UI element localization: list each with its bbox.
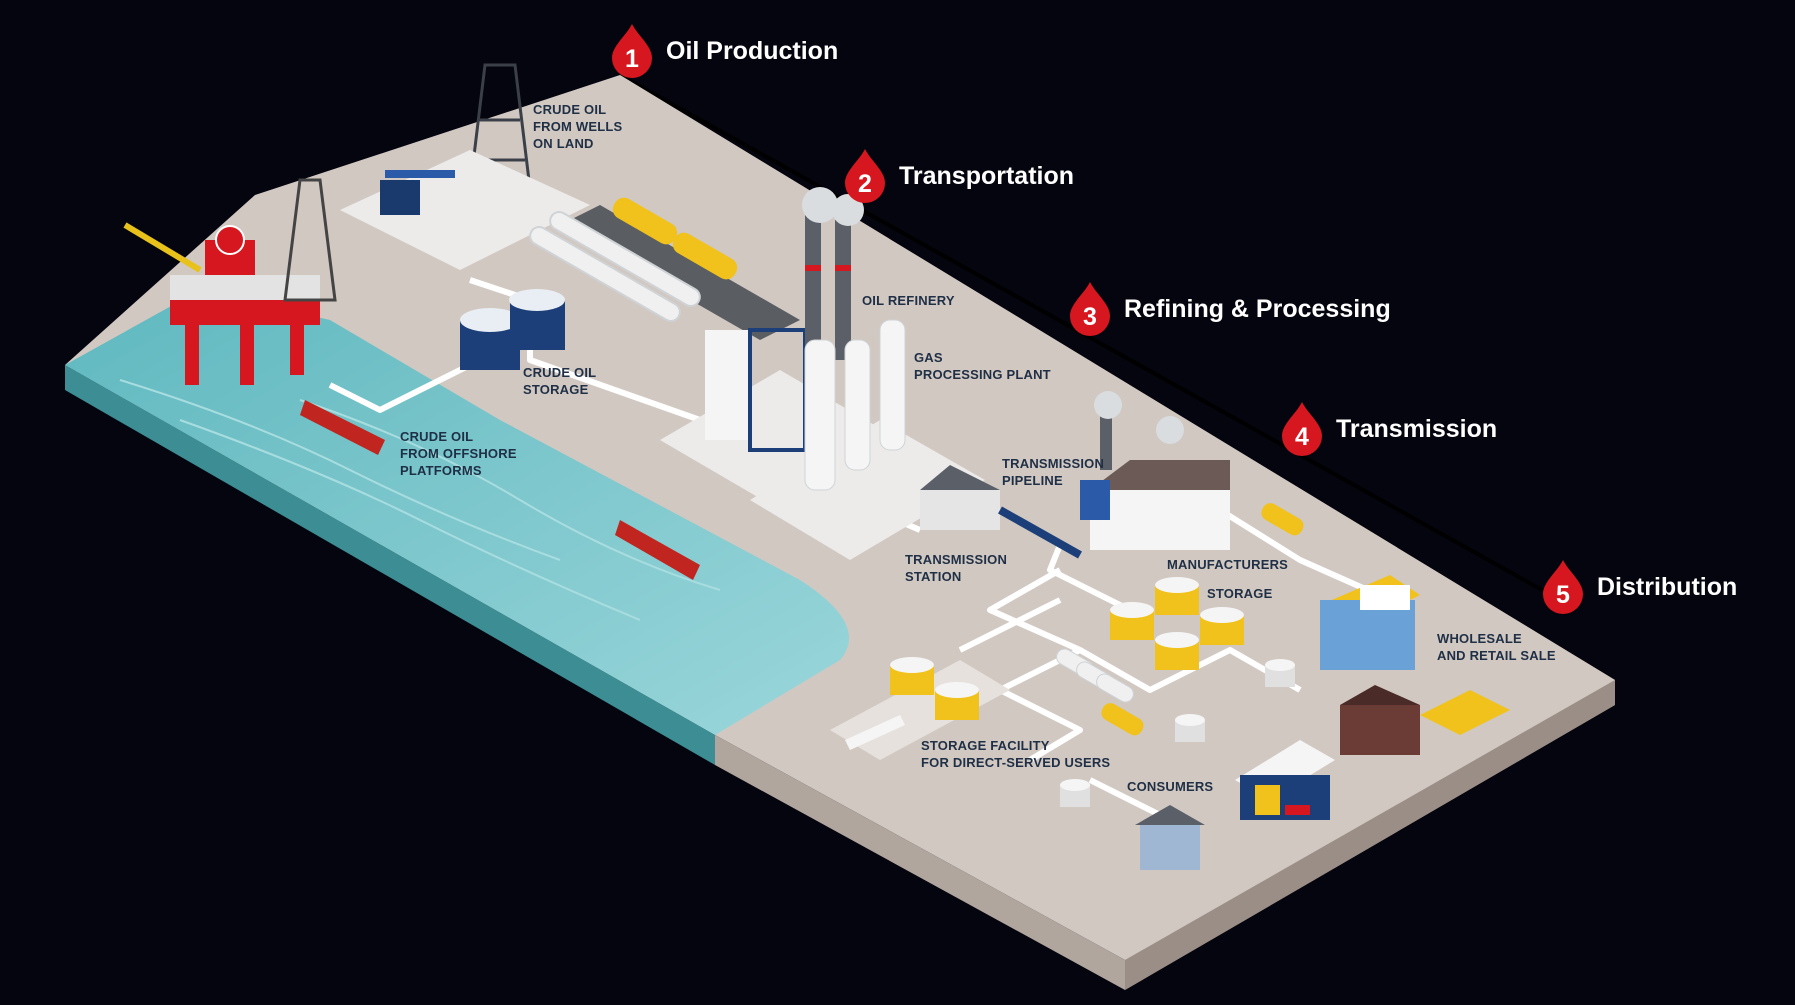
drop-icon xyxy=(1543,560,1583,614)
road-with-trucks xyxy=(560,197,800,340)
label-storage: STORAGE xyxy=(1207,586,1273,601)
consumer-tanks xyxy=(1060,659,1295,807)
house xyxy=(1135,805,1205,870)
stage-marker-1: 1 Oil Production xyxy=(612,24,838,78)
label-consumers: CONSUMERS xyxy=(1127,779,1213,794)
stage-number: 2 xyxy=(858,170,872,198)
crude-oil-storage-tanks xyxy=(460,289,565,370)
drop-icon xyxy=(845,149,885,203)
stage-marker-2: 2 Transportation xyxy=(845,149,1074,203)
gas-cylinders xyxy=(1056,648,1134,703)
direct-served-storage xyxy=(830,657,1010,760)
stage-title: Oil Production xyxy=(666,37,838,65)
gas-station xyxy=(1235,740,1335,820)
manufacturers-factory xyxy=(1080,391,1230,550)
stage-title: Transportation xyxy=(899,162,1074,190)
storage-tanks xyxy=(1110,577,1244,670)
farm-barn xyxy=(1340,685,1510,755)
label-oil-refinery: OIL REFINERY xyxy=(862,293,955,308)
sea xyxy=(65,290,849,765)
tanker-truck xyxy=(1101,703,1144,736)
pipe-bundle xyxy=(529,211,701,322)
gas-processing-plant xyxy=(750,319,985,560)
drop-icon xyxy=(1282,402,1322,456)
drop-icon xyxy=(1070,282,1110,336)
drop-icon xyxy=(612,24,652,78)
stage-marker-5: 5 Distribution xyxy=(1543,560,1737,614)
transmission-pipeline xyxy=(998,506,1082,559)
transmission-station xyxy=(920,465,1000,530)
stage-number: 1 xyxy=(625,45,639,73)
stage-title: Distribution xyxy=(1597,573,1737,601)
stage-number: 3 xyxy=(1083,303,1097,331)
stage-markers: 1 Oil Production 2 Transportation 3 Refining … xyxy=(612,24,1737,614)
oil-tanker-ship xyxy=(300,400,700,580)
pumpjack xyxy=(340,150,590,270)
delivery-truck xyxy=(1261,503,1304,536)
stage-marker-4: 4 Transmission xyxy=(1282,402,1497,456)
offshore-platform xyxy=(123,178,337,385)
stage-title: Refining & Processing xyxy=(1124,295,1391,323)
label-manufacturers: MANUFACTURERS xyxy=(1167,557,1288,572)
wholesale-retail-building xyxy=(1320,575,1420,670)
stage-title: Transmission xyxy=(1336,415,1497,443)
stage-guide-line xyxy=(619,73,1561,602)
stage-number: 5 xyxy=(1556,581,1570,609)
stage-marker-3: 3 Refining & Processing xyxy=(1070,282,1391,336)
stage-number: 4 xyxy=(1295,423,1309,451)
